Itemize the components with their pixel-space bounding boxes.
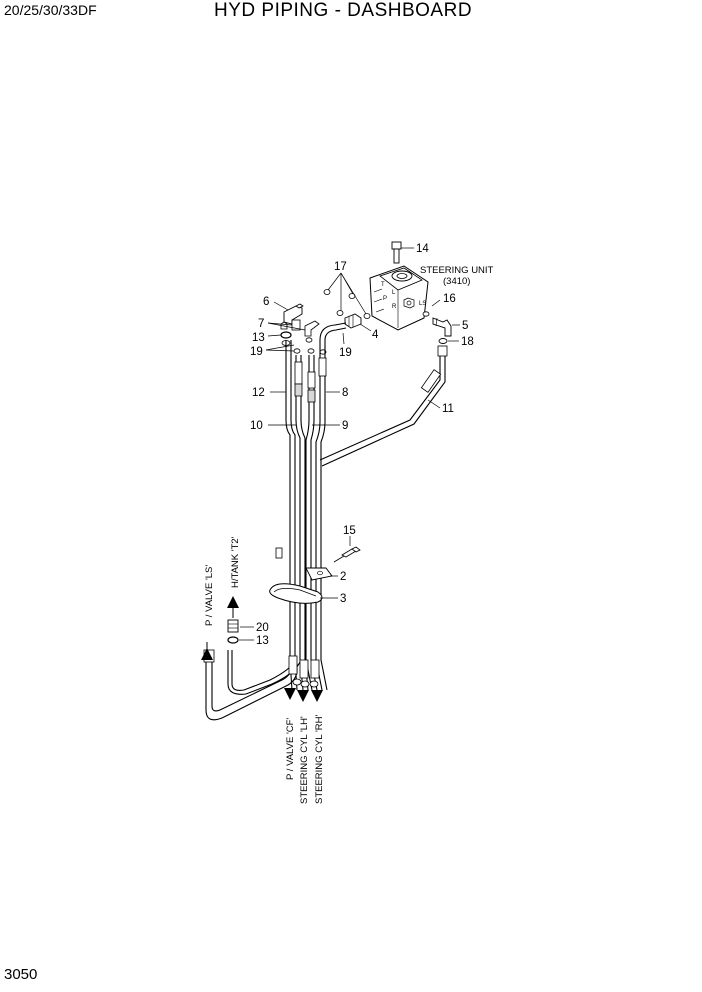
part-number-9: 9	[342, 420, 348, 432]
port-l-label: L	[392, 290, 396, 296]
bracket-part-2	[275, 547, 333, 581]
part-number-6: 6	[263, 296, 269, 308]
part-number-11: 11	[442, 403, 454, 415]
part-number-13-lower: 13	[256, 635, 269, 647]
arrow-up-icon	[227, 596, 239, 618]
steering-unit: T L P R LS	[369, 265, 429, 331]
port-ls-label: LS	[419, 301, 426, 307]
elbow-part-6	[280, 303, 304, 330]
bolt-part-14	[391, 241, 402, 264]
dest-pvalve-cf: P / VALVE 'CF'	[285, 718, 296, 780]
hose-ferrules-lower	[288, 655, 320, 688]
part-number-10: 10	[250, 420, 263, 432]
arrow-down-icon	[311, 690, 323, 702]
washer-part-18	[438, 338, 448, 344]
part-number-3: 3	[340, 593, 346, 605]
fitting-part-20	[227, 619, 239, 633]
part-number-7: 7	[258, 318, 264, 330]
port-t-label: T	[381, 282, 385, 288]
hose-ferrules-upper	[294, 357, 327, 403]
hose-bundle	[285, 322, 347, 691]
model-code: 20/25/30/33DF	[4, 2, 97, 18]
steering-unit-ref: (3410)	[443, 276, 470, 287]
part-number-14: 14	[416, 243, 429, 255]
washer-part-13-lower	[227, 636, 239, 644]
connector-part-4	[344, 313, 362, 329]
clamp-part-3	[269, 583, 323, 604]
part-number-19-right: 19	[339, 347, 352, 359]
connectors-part-7	[291, 319, 320, 337]
dest-steering-cyl-lh: STEERING CYL 'LH'	[299, 716, 310, 804]
part-number-16: 16	[443, 293, 456, 305]
dest-pvalve-ls: P / VALVE 'LS'	[204, 565, 215, 626]
orings-part-17	[323, 289, 371, 319]
part-number-19-left: 19	[250, 346, 263, 358]
seal-part-16	[422, 311, 430, 317]
part-number-4: 4	[372, 329, 379, 341]
page-number: 3050	[4, 966, 38, 983]
elbow-part-5	[432, 317, 452, 337]
arrow-down-icon	[297, 690, 309, 702]
hose-part-11	[319, 345, 448, 467]
bolt-part-15	[333, 546, 361, 563]
arrow-down-icon	[284, 688, 296, 700]
part-number-5: 5	[462, 320, 468, 332]
dest-steering-cyl-rh: STEERING CYL 'RH'	[314, 714, 325, 804]
part-number-17: 17	[334, 261, 347, 273]
dest-htank-t2: H/TANK 'T2'	[230, 536, 241, 588]
page-title: HYD PIPING - DASHBOARD	[214, 0, 473, 21]
arrow-up-icon	[201, 642, 213, 660]
part-number-15: 15	[343, 525, 356, 537]
part-number-8: 8	[342, 387, 348, 399]
ls-return-hose	[203, 649, 301, 721]
part-number-12: 12	[252, 387, 265, 399]
part-number-2: 2	[340, 571, 346, 583]
port-p-label: P	[383, 296, 387, 302]
part-number-13-upper: 13	[252, 332, 265, 344]
part-number-20: 20	[256, 622, 269, 634]
port-r-label: R	[392, 304, 397, 310]
steering-unit-label: STEERING UNIT	[420, 265, 494, 276]
part-number-18: 18	[461, 336, 474, 348]
